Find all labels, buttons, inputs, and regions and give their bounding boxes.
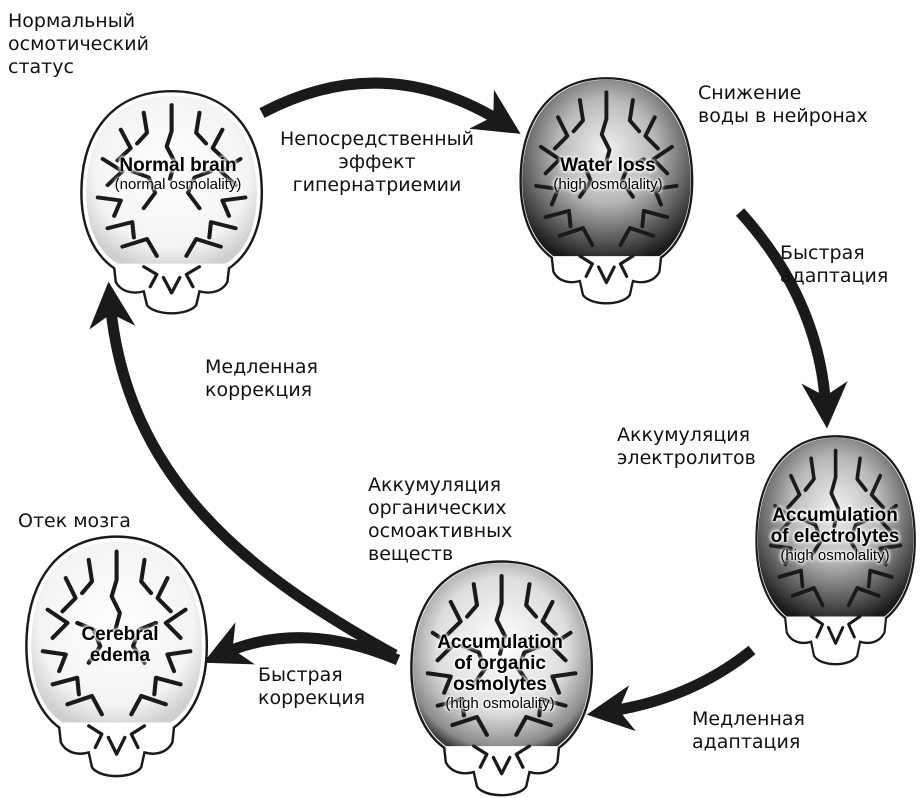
- arrow-direct-effect: [262, 83, 505, 124]
- brain-normal-title: Normal brain: [88, 155, 268, 176]
- brain-organic-subtitle: (high osmolality): [405, 695, 595, 713]
- caption-normal: Нормальный осмотический статус: [8, 10, 149, 79]
- label-fast-adaptation: Быстрая адаптация: [780, 242, 888, 288]
- brain-water-loss-subtitle: (high osmolality): [518, 176, 698, 194]
- label-fast-correction: Быстрая коррекция: [258, 664, 365, 710]
- label-slow-adaptation: Медленная адаптация: [692, 708, 805, 754]
- caption-electrolytes: Аккумуляция электролитов: [617, 424, 756, 470]
- brain-organic-text: Accumulation of organic osmolytes (high …: [405, 632, 595, 713]
- brain-normal-text: Normal brain (normal osmolality): [88, 155, 268, 194]
- brain-water-loss-text: Water loss (high osmolality): [518, 155, 698, 194]
- brain-water-loss-title: Water loss: [518, 155, 698, 176]
- brain-normal-subtitle: (normal osmolality): [88, 176, 268, 194]
- label-slow-correction: Медленная коррекция: [205, 356, 318, 402]
- brain-electrolytes-title: Accumulation of electrolytes: [740, 505, 923, 547]
- label-direct-effect: Непосредственный эффект гипернатриемии: [272, 128, 482, 197]
- caption-organic: Аккумуляция органических осмоактивных ве…: [368, 474, 512, 566]
- brain-electrolytes-subtitle: (high osmolality): [740, 547, 923, 565]
- brain-normal: [81, 91, 261, 313]
- brain-edema-title: Cerebral edema: [40, 624, 200, 666]
- brain-edema-text: Cerebral edema: [40, 624, 200, 666]
- arrow-slow-adaptation: [605, 650, 752, 712]
- caption-water-loss: Снижение воды в нейронах: [698, 82, 868, 128]
- caption-edema: Отек мозга: [18, 510, 131, 533]
- brain-organic-title: Accumulation of organic osmolytes: [405, 632, 595, 695]
- brain-electrolytes-text: Accumulation of electrolytes (high osmol…: [740, 505, 923, 565]
